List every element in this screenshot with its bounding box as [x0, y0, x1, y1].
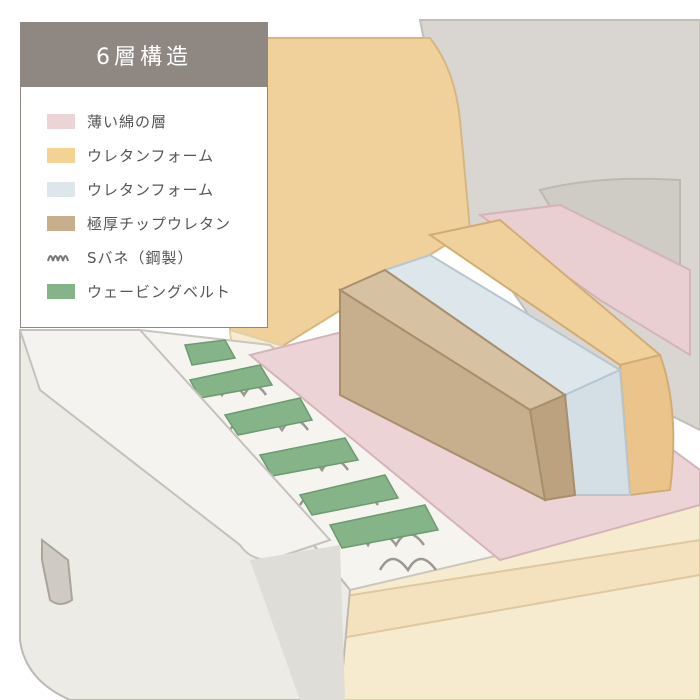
legend-item-urethane-blue: ウレタンフォーム	[47, 172, 267, 206]
legend-label: ウェービングベルト	[87, 282, 232, 301]
sofa-leg	[41, 537, 74, 605]
spring-icon	[47, 250, 75, 265]
legend-item-webbing-belt: ウェービングベルト	[47, 274, 267, 308]
tan-swatch	[47, 215, 75, 231]
legend-label: 極厚チップウレタン	[87, 214, 232, 233]
chip-urethane-side	[528, 393, 577, 502]
seat-urethane-front	[618, 353, 675, 497]
pink-swatch	[47, 113, 75, 129]
cotton-layer-back	[477, 203, 691, 357]
yellow-swatch	[47, 147, 75, 163]
legend-list: 薄い綿の層 ウレタンフォーム ウレタンフォーム 極厚チップウレタン Sバネ（鋼製…	[21, 87, 267, 308]
light-blue-swatch	[47, 181, 75, 197]
webbing-belts	[183, 339, 440, 549]
legend-item-urethane-yellow: ウレタンフォーム	[47, 138, 267, 172]
legend-item-cotton: 薄い綿の層	[47, 104, 267, 138]
legend-item-chip-urethane: 極厚チップウレタン	[47, 206, 267, 240]
legend-title: 6層構造	[21, 23, 267, 87]
legend-panel: 6層構造 薄い綿の層 ウレタンフォーム ウレタンフォーム 極厚チップウレタン S…	[20, 22, 268, 328]
armrest-shade	[250, 545, 345, 700]
armrest-top	[18, 329, 332, 562]
legend-label: Sバネ（鋼製）	[87, 248, 194, 267]
legend-label: ウレタンフォーム	[87, 146, 215, 165]
legend-label: 薄い綿の層	[87, 112, 168, 131]
green-swatch	[47, 283, 75, 299]
legend-item-s-spring: Sバネ（鋼製）	[47, 240, 267, 274]
legend-label: ウレタンフォーム	[87, 180, 215, 199]
